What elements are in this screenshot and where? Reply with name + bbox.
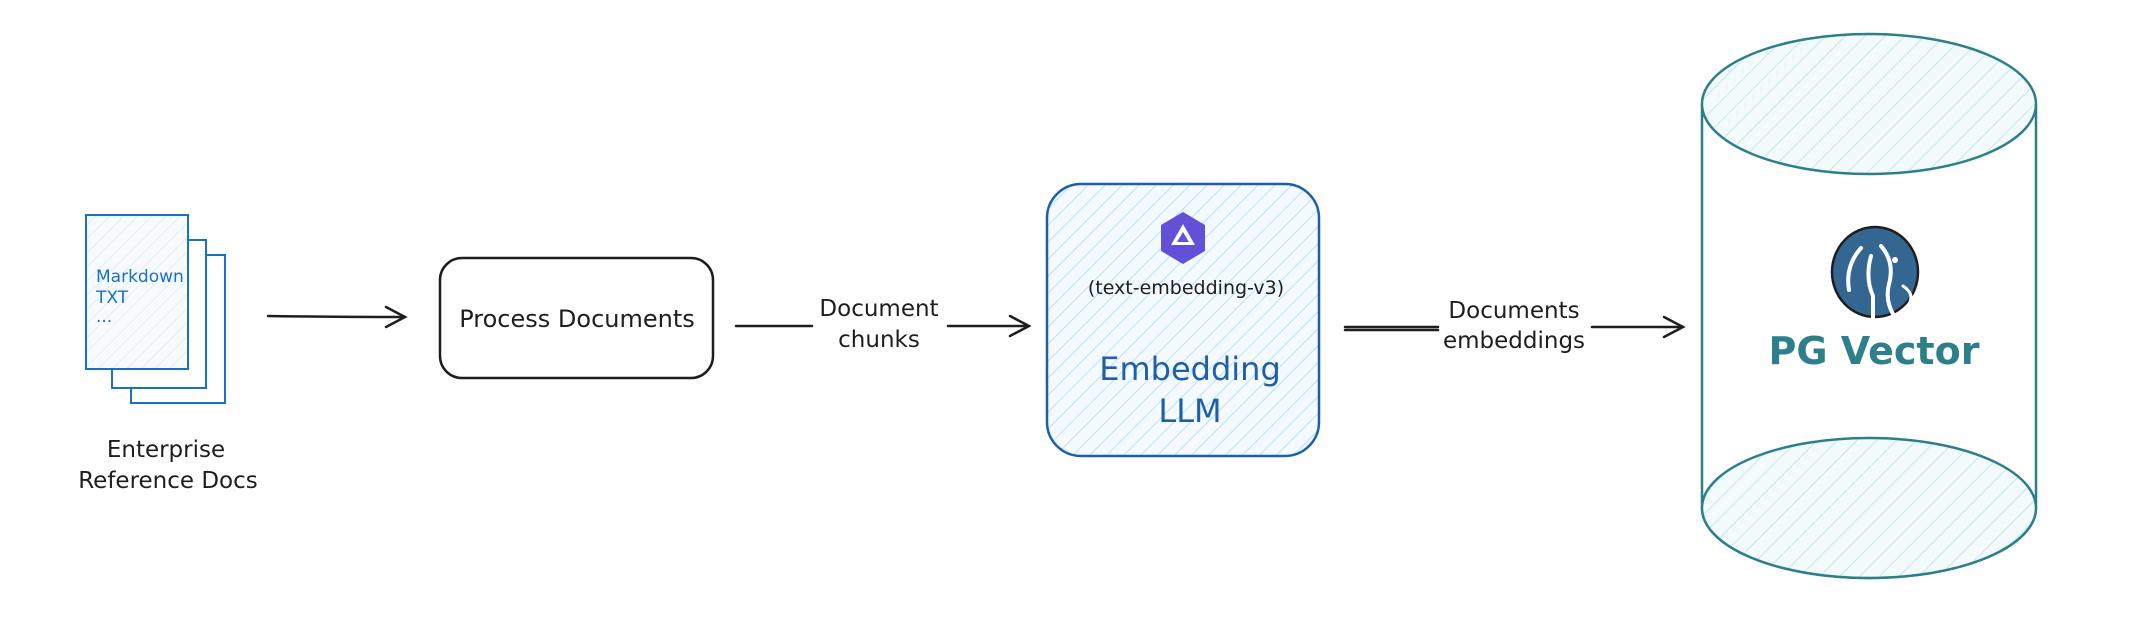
document-stack: Markdown TXT ... xyxy=(85,214,226,404)
process-documents-label: Process Documents xyxy=(459,305,695,333)
embedding-llm-box xyxy=(1045,182,1321,458)
edge-label-embeddings-line-2: embeddings xyxy=(1443,328,1585,354)
docs-caption-line-1: Enterprise xyxy=(107,437,225,463)
embedding-llm-node: (text-embedding-v3) Embedding LLM xyxy=(1045,182,1321,458)
process-documents-box xyxy=(438,256,715,380)
docs-caption-line-2: Reference Docs xyxy=(78,468,258,494)
embedding-model-name: (text-embedding-v3) xyxy=(1088,277,1284,299)
arrow-embedding-to-vector xyxy=(1343,315,1686,339)
cylinder-top-face xyxy=(1700,32,2038,176)
document-page-front xyxy=(85,214,189,370)
embedding-title-line-2: LLM xyxy=(1158,392,1221,430)
edge-label-embeddings-line-1: Documents xyxy=(1448,298,1579,324)
process-documents-node: Process Documents xyxy=(438,256,715,380)
document-line-2: TXT xyxy=(95,288,129,308)
document-line-1: Markdown xyxy=(96,267,184,287)
cylinder-bottom-face xyxy=(1700,436,2038,580)
pg-vector-label: PG Vector xyxy=(1769,329,1980,373)
postgresql-elephant-icon xyxy=(1830,225,1920,324)
pg-vector-database: PG Vector xyxy=(1700,32,2038,580)
embedding-title-line-1: Embedding xyxy=(1099,350,1281,388)
edge-label-chunks-line-2: chunks xyxy=(838,327,920,353)
arrow-docs-to-process xyxy=(266,305,408,329)
edge-label-chunks-line-1: Document xyxy=(819,296,938,322)
arrow-process-to-embedding xyxy=(734,314,1032,338)
document-line-3: ... xyxy=(96,307,112,327)
qwen-logo-icon xyxy=(1161,212,1205,264)
